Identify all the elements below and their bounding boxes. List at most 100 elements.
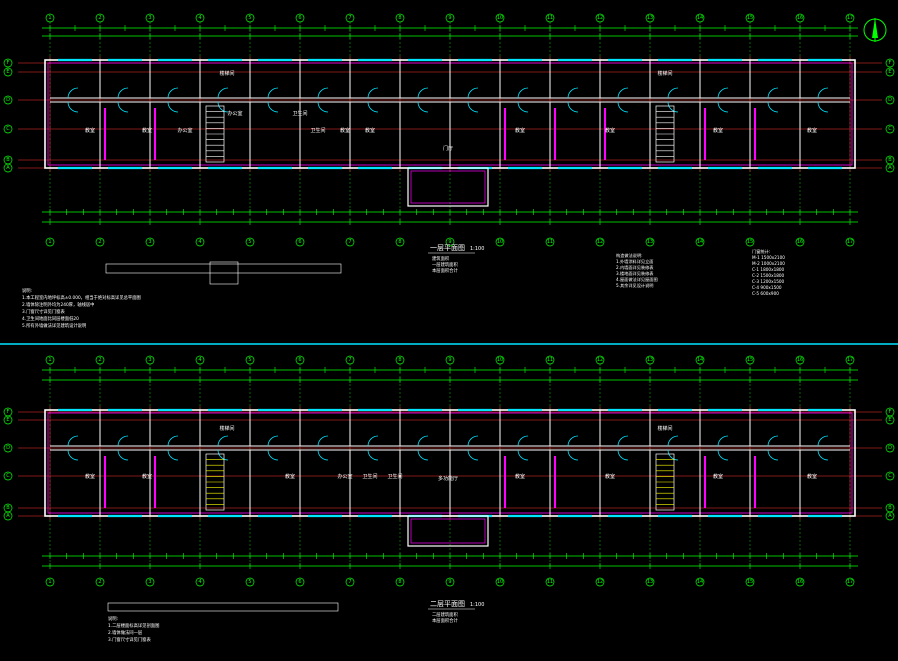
door-swing: [67, 87, 79, 99]
blackboard: [104, 108, 106, 160]
room-label: 卫生间: [362, 473, 377, 480]
door-swing: [467, 435, 479, 447]
room-label: 教室: [85, 473, 95, 480]
grid-label: 2: [98, 357, 101, 363]
door-swing: [817, 435, 829, 447]
grid-label: 16: [797, 15, 803, 21]
grid-bubble: [145, 355, 155, 365]
grid-label: 12: [597, 357, 603, 363]
row-bubble: [3, 163, 13, 173]
room-label: 教室: [285, 473, 295, 480]
grid-label: 3: [148, 357, 151, 363]
room-label: 办公室: [227, 110, 242, 117]
room-label: 教室: [515, 127, 525, 134]
grid-label: 11: [547, 15, 553, 21]
plan1-note-l4: 4.卫生间地面比同层楼面低20: [22, 315, 79, 322]
grid-label: 9: [448, 579, 451, 585]
blackboard: [104, 456, 106, 508]
plan1-note-fr1: M-1 1500x2100: [752, 255, 785, 260]
grid-label: 11: [547, 579, 553, 585]
entrance-canopy: [407, 515, 489, 547]
row-bubble: [885, 415, 895, 425]
room-label: 教室: [605, 473, 615, 480]
entrance-inner: [410, 170, 486, 204]
grid-bubble: [45, 355, 55, 365]
door-swing: [117, 449, 129, 461]
second-floor-plan: 1122334455667788991010111112121313141415…: [3, 355, 895, 587]
grid-label: 17: [847, 579, 853, 585]
door-swing: [417, 101, 429, 113]
grid-label: 7: [348, 239, 351, 245]
grid-label: 12: [597, 15, 603, 21]
row-label: B: [6, 505, 10, 511]
grid-label: 7: [348, 357, 351, 363]
door-swing: [567, 435, 579, 447]
plan1-area-note-1: 建筑面积: [432, 255, 450, 262]
plan1-note-l2: 2.墙体除注明外均为240厚，轴线居中: [22, 301, 94, 308]
grid-label: 13: [647, 357, 653, 363]
plan1-note-l3: 3.门窗尺寸详见门窗表: [22, 308, 65, 315]
door-swing: [517, 87, 529, 99]
door-swing: [567, 101, 579, 113]
grid-label: 16: [797, 579, 803, 585]
grid-label: 13: [647, 15, 653, 21]
grid-bubble: [795, 237, 805, 247]
grid-bubble: [845, 355, 855, 365]
row-label: A: [888, 165, 892, 171]
grid-bubble: [195, 237, 205, 247]
row-bubble: [3, 58, 13, 68]
door-swing: [367, 435, 379, 447]
grid-bubble: [495, 577, 505, 587]
grid-label: 11: [547, 239, 553, 245]
door-swing: [267, 101, 279, 113]
row-label: C: [6, 473, 10, 479]
grid-bubble: [445, 13, 455, 23]
plan2-area-note-2: 本层面积合计: [432, 617, 458, 624]
plan1-scale: 1:100: [470, 246, 484, 252]
plan1-note-fr7: C-5 600x900: [752, 291, 779, 296]
grid-bubble: [495, 237, 505, 247]
row-label: B: [888, 157, 892, 163]
grid-bubble: [545, 13, 555, 23]
door-swing: [717, 101, 729, 113]
blackboard: [754, 108, 756, 160]
room-label: 多功能厅: [438, 475, 458, 482]
room-label: 教室: [365, 127, 375, 134]
door-swing: [667, 435, 679, 447]
door-swing: [417, 87, 429, 99]
room-label: 教室: [807, 473, 817, 480]
entrance-inner: [410, 518, 486, 544]
plan1-notes-right: 构造做法说明: 1.外墙涂料详见立面 2.内墙面详见装修表 3.楼地面详见装修表…: [616, 252, 658, 289]
grid-bubble: [295, 577, 305, 587]
grid-bubble: [695, 237, 705, 247]
door-swing: [817, 101, 829, 113]
room-label: 楼梯间: [219, 70, 234, 77]
door-swing: [667, 101, 679, 113]
plan1-note-r0: 构造做法说明:: [616, 252, 643, 259]
door-swing: [217, 435, 229, 447]
blackboard: [704, 456, 706, 508]
plan1-note-r2: 2.内墙面详见装修表: [616, 264, 654, 271]
row-bubble: [885, 511, 895, 521]
grid-bubble: [95, 577, 105, 587]
grid-bubble: [345, 13, 355, 23]
plan1-title: 一层平面图: [430, 244, 465, 252]
blackboard: [504, 456, 506, 508]
grid-label: 5: [248, 357, 251, 363]
plan1-note-fr2: M-2 1000x2100: [752, 261, 785, 266]
plan1-area-note-2: 一层建筑面积: [432, 261, 458, 268]
door-swing: [267, 435, 279, 447]
grid-label: 7: [348, 15, 351, 21]
blackboard: [754, 456, 756, 508]
row-bubble: [885, 471, 895, 481]
room-label: 门厅: [443, 145, 453, 152]
plan1-area-note-3: 本层面积合计: [432, 267, 458, 274]
blackboard: [704, 108, 706, 160]
plan1-note-l1: 1.本工程室内地坪标高±0.000，相当于绝对标高详见总平面图: [22, 294, 141, 301]
grid-bubble: [645, 13, 655, 23]
grid-label: 13: [647, 579, 653, 585]
door-swing: [717, 449, 729, 461]
grid-label: 6: [298, 239, 301, 245]
row-bubble: [3, 124, 13, 134]
grid-label: 12: [597, 239, 603, 245]
